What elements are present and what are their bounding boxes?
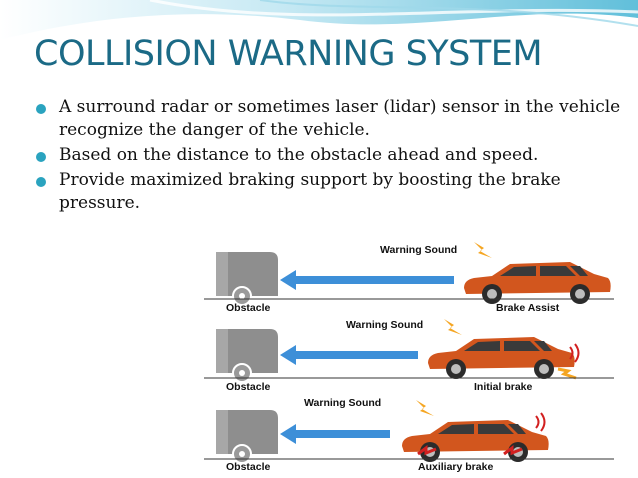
warning-sound-label: Warning Sound (346, 319, 423, 331)
bullet-item: Provide maximized braking support by boo… (34, 169, 624, 215)
sound-waves-icon (535, 412, 546, 432)
stage-label: Brake Assist (496, 302, 560, 314)
obstacle-label: Obstacle (226, 461, 271, 472)
slide-title: COLLISION WARNING SYSTEM (34, 34, 543, 74)
arrow-icon (280, 270, 454, 290)
warning-sound-label: Warning Sound (380, 244, 457, 256)
bullet-text: A surround radar or sometimes laser (lid… (59, 97, 621, 140)
arrow-icon (280, 424, 390, 444)
bullet-item: Based on the distance to the obstacle ah… (34, 144, 624, 167)
collision-warning-figure: Warning Sound Obstacle Brake Assist Warn… (204, 238, 624, 472)
bullet-dot-icon (36, 177, 46, 187)
obstacle-label: Obstacle (226, 381, 271, 393)
bullet-list: A surround radar or sometimes laser (lid… (34, 96, 624, 217)
bullet-item: A surround radar or sometimes laser (lid… (34, 96, 624, 142)
warning-sound-label: Warning Sound (304, 397, 381, 409)
bullet-dot-icon (36, 104, 46, 114)
figure-panel-3: Warning Sound Obstacle Auxiliary brake (204, 397, 614, 472)
bullet-text: Provide maximized braking support by boo… (59, 170, 561, 213)
stage-label: Initial brake (474, 381, 533, 393)
arrow-icon (280, 345, 418, 365)
stage-label: Auxiliary brake (418, 461, 493, 472)
bullet-text: Based on the distance to the obstacle ah… (59, 145, 539, 165)
header-wave-decoration (0, 0, 638, 40)
figure-panel-2: Warning Sound Obstacle Initial brake (204, 319, 614, 393)
bullet-dot-icon (36, 152, 46, 162)
figure-panel-1: Warning Sound Obstacle Brake Assist (204, 238, 624, 316)
sound-waves-icon (569, 343, 580, 363)
obstacle-label: Obstacle (226, 302, 271, 314)
